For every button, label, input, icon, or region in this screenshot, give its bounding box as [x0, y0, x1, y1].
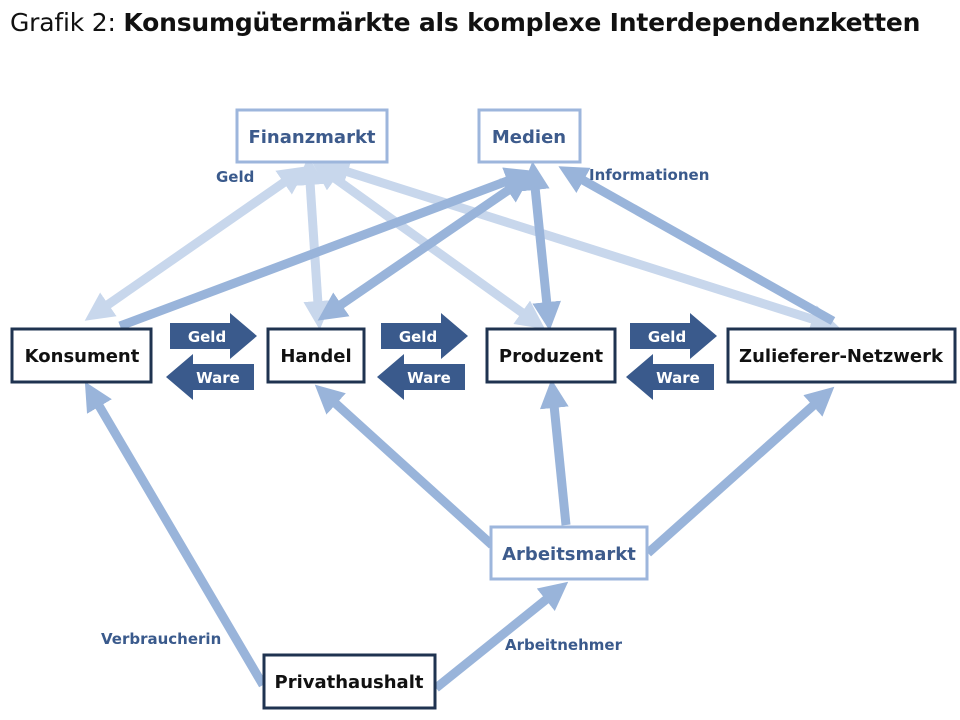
- node-zulieferer-netzwerk: Zulieferer-Netzwerk: [726, 327, 957, 384]
- edge-label-geld: Geld: [216, 168, 254, 186]
- flow-konsument-handel: Geld Ware: [166, 313, 257, 400]
- arrow-finanzmarkt-konsument: [84, 166, 308, 321]
- money-flow-arrow-2: [381, 313, 468, 359]
- arrow-handel-medien: [317, 174, 532, 321]
- goods-flow-arrow-2: [377, 354, 465, 400]
- goods-flow-label-2: Ware: [407, 369, 451, 387]
- goods-flow-arrow-3: [626, 354, 714, 400]
- node-medien-label: Medien: [492, 127, 566, 148]
- arrow-arbeitsmarkt-zulieferer: [645, 386, 835, 557]
- node-produzent: Produzent: [485, 327, 617, 384]
- node-arbeitsmarkt-label: Arbeitsmarkt: [502, 544, 636, 565]
- node-produzent-label: Produzent: [499, 346, 604, 367]
- goods-flow-label-1: Ware: [196, 369, 240, 387]
- node-konsument-label: Konsument: [25, 346, 140, 367]
- node-medien: Medien: [477, 108, 582, 164]
- node-privathaushalt: Privathaushalt: [262, 653, 437, 710]
- diagram-title: Grafik 2: Konsumgütermärkte als komplexe…: [10, 8, 920, 37]
- node-zulieferer-label: Zulieferer-Netzwerk: [739, 346, 944, 367]
- goods-flow-label-3: Ware: [656, 369, 700, 387]
- money-flow-arrow-1: [170, 313, 257, 359]
- goods-flow-arrow-1: [166, 354, 254, 400]
- money-flow-arrow-3: [630, 313, 717, 359]
- arrow-privathaushalt-konsument: [84, 381, 267, 688]
- arrow-zulieferer-medien: [558, 166, 836, 325]
- arrow-finanzmarkt-handel: [295, 156, 333, 330]
- title-main: Konsumgütermärkte als komplexe Interdepe…: [123, 8, 921, 37]
- node-konsument: Konsument: [10, 327, 153, 384]
- arrow-produzent-medien: [520, 161, 562, 331]
- money-flow-label-1: Geld: [188, 328, 226, 346]
- flow-handel-produzent: Geld Ware: [377, 313, 468, 400]
- node-arbeitsmarkt: Arbeitsmarkt: [489, 525, 649, 581]
- arrow-arbeitsmarkt-produzent: [539, 379, 571, 526]
- title-prefix: Grafik 2:: [10, 8, 116, 37]
- money-flow-label-3: Geld: [648, 328, 686, 346]
- money-flow-label-2: Geld: [399, 328, 437, 346]
- arrow-finanzmarkt-zulieferer: [320, 158, 840, 333]
- arrow-privathaushalt-arbeitsmarkt: [433, 581, 569, 692]
- node-handel: Handel: [266, 327, 366, 384]
- node-finanzmarkt-label: Finanzmarkt: [248, 127, 375, 148]
- edge-label-arbeitnehmer: Arbeitnehmer: [505, 636, 623, 654]
- node-finanzmarkt: Finanzmarkt: [235, 108, 389, 164]
- edge-label-verbraucherin: Verbraucherin: [101, 630, 221, 648]
- arrow-arbeitsmarkt-handel: [314, 384, 496, 549]
- edge-label-informationen: Informationen: [589, 166, 709, 184]
- flow-produzent-zulieferer: Geld Ware: [626, 313, 717, 400]
- node-privathaushalt-label: Privathaushalt: [275, 672, 424, 693]
- node-handel-label: Handel: [280, 346, 351, 367]
